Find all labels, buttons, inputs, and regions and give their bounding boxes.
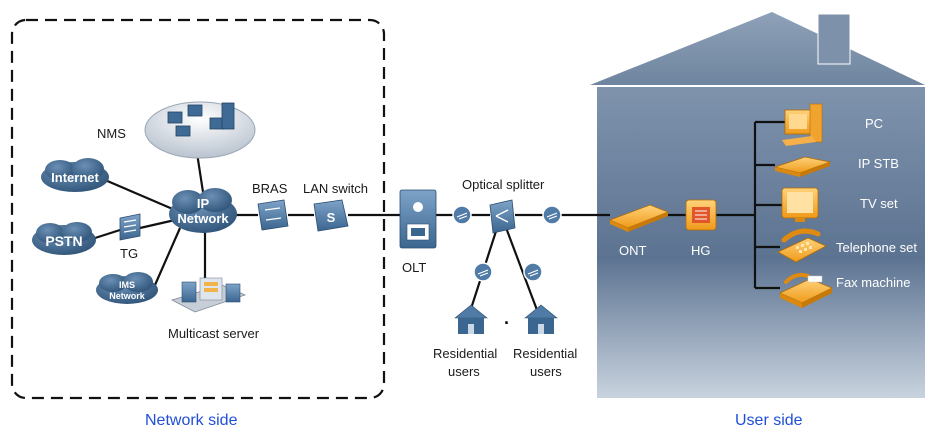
- residential-ellipsis: .: [504, 308, 509, 328]
- ip-network-label-line2: Network: [177, 211, 229, 226]
- pc-icon: [782, 103, 823, 146]
- internet-label: Internet: [51, 170, 99, 185]
- network-side-boundary: [10, 18, 386, 400]
- link-tg-ip: [139, 218, 176, 230]
- telephone-device[interactable]: Telephone set: [777, 228, 917, 263]
- ims-label-line2: Network: [109, 291, 146, 301]
- ims-node[interactable]: IMS Network: [96, 272, 158, 304]
- user-house: [590, 12, 925, 398]
- nms-label: NMS: [97, 126, 126, 141]
- pstn-node[interactable]: PSTN: [32, 222, 96, 255]
- pstn-label: PSTN: [45, 233, 82, 249]
- residential-users-1[interactable]: Residential users: [433, 304, 497, 379]
- fax-icon: [779, 272, 833, 308]
- ip-stb-label: IP STB: [858, 156, 899, 171]
- residence-house-icon: [524, 304, 558, 334]
- bras-node[interactable]: BRAS: [252, 181, 289, 231]
- olt-icon: [399, 189, 437, 249]
- link-ims-ip: [153, 227, 182, 286]
- ip-network-cloud-icon: [169, 188, 237, 233]
- link-splitter-res2: [503, 224, 542, 319]
- internet-node[interactable]: Internet: [41, 158, 109, 192]
- ont-icon: [608, 204, 670, 232]
- olt-node[interactable]: OLT: [399, 189, 437, 275]
- pstn-cloud-icon: [32, 222, 96, 255]
- house-wall: [597, 87, 925, 398]
- residential-users-2-line1: Residential: [513, 346, 577, 361]
- hg-label: HG: [691, 243, 711, 258]
- fiber-connector-icon: [523, 262, 543, 282]
- optical-splitter-icon: [489, 199, 516, 234]
- fiber-connectors: [452, 205, 562, 282]
- tv-device[interactable]: TV set: [781, 187, 898, 222]
- nms-node[interactable]: NMS: [97, 101, 256, 159]
- tg-icon: [119, 213, 141, 241]
- house-roof: [590, 12, 925, 85]
- nms-computers-icon: [167, 102, 235, 137]
- bras-label: BRAS: [252, 181, 288, 196]
- ip-network-label-line1: IP: [197, 196, 210, 211]
- ip-network-node[interactable]: IP Network: [169, 188, 237, 233]
- internet-cloud-icon: [41, 158, 109, 192]
- set-top-box-icon: [773, 156, 832, 177]
- link-pstn-tg: [94, 228, 121, 240]
- bras-icon: [257, 199, 289, 231]
- fiber-connector-icon: [452, 205, 472, 225]
- telephone-label: Telephone set: [836, 240, 917, 255]
- fiber-connector-icon: [542, 205, 562, 225]
- tg-label: TG: [120, 246, 138, 261]
- residence-house-icon: [454, 304, 488, 334]
- ont-label: ONT: [619, 243, 647, 258]
- lan-switch-node[interactable]: S LAN switch: [303, 181, 368, 232]
- hg-icon: [685, 199, 717, 231]
- lan-switch-label: LAN switch: [303, 181, 368, 196]
- pc-label: PC: [865, 116, 883, 131]
- multicast-server-icon: [170, 277, 247, 313]
- ims-label-line1: IMS: [119, 280, 135, 290]
- residential-users-2-line2: users: [530, 364, 562, 379]
- link-internet-ip: [104, 178, 176, 212]
- lan-switch-icon: S: [313, 199, 349, 232]
- fax-device[interactable]: Fax machine: [779, 272, 910, 308]
- lan-switch-badge: S: [327, 210, 336, 225]
- ims-cloud-icon: [96, 272, 158, 304]
- ont-node[interactable]: ONT: [608, 204, 670, 258]
- pc-device[interactable]: PC: [782, 103, 883, 146]
- optical-splitter-label: Optical splitter: [462, 177, 545, 192]
- hg-node[interactable]: HG: [685, 199, 717, 258]
- tv-set-label: TV set: [860, 196, 898, 211]
- optical-splitter-node[interactable]: Optical splitter: [462, 177, 545, 234]
- residential-users-1-line1: Residential: [433, 346, 497, 361]
- fiber-connector-icon: [473, 262, 493, 282]
- house-chimney: [817, 13, 851, 65]
- tv-icon: [781, 187, 819, 222]
- ip-stb-device[interactable]: IP STB: [773, 156, 899, 177]
- fax-label: Fax machine: [836, 275, 910, 290]
- multicast-server-label: Multicast server: [168, 326, 260, 341]
- user-side-label: User side: [735, 412, 803, 429]
- network-side-label: Network side: [145, 412, 238, 429]
- multicast-server-node[interactable]: Multicast server: [168, 277, 260, 341]
- telephone-icon: [777, 228, 827, 263]
- olt-label: OLT: [402, 260, 426, 275]
- residential-users-2[interactable]: Residential users: [513, 304, 577, 379]
- residential-users-1-line2: users: [448, 364, 480, 379]
- tg-node[interactable]: TG: [119, 213, 141, 261]
